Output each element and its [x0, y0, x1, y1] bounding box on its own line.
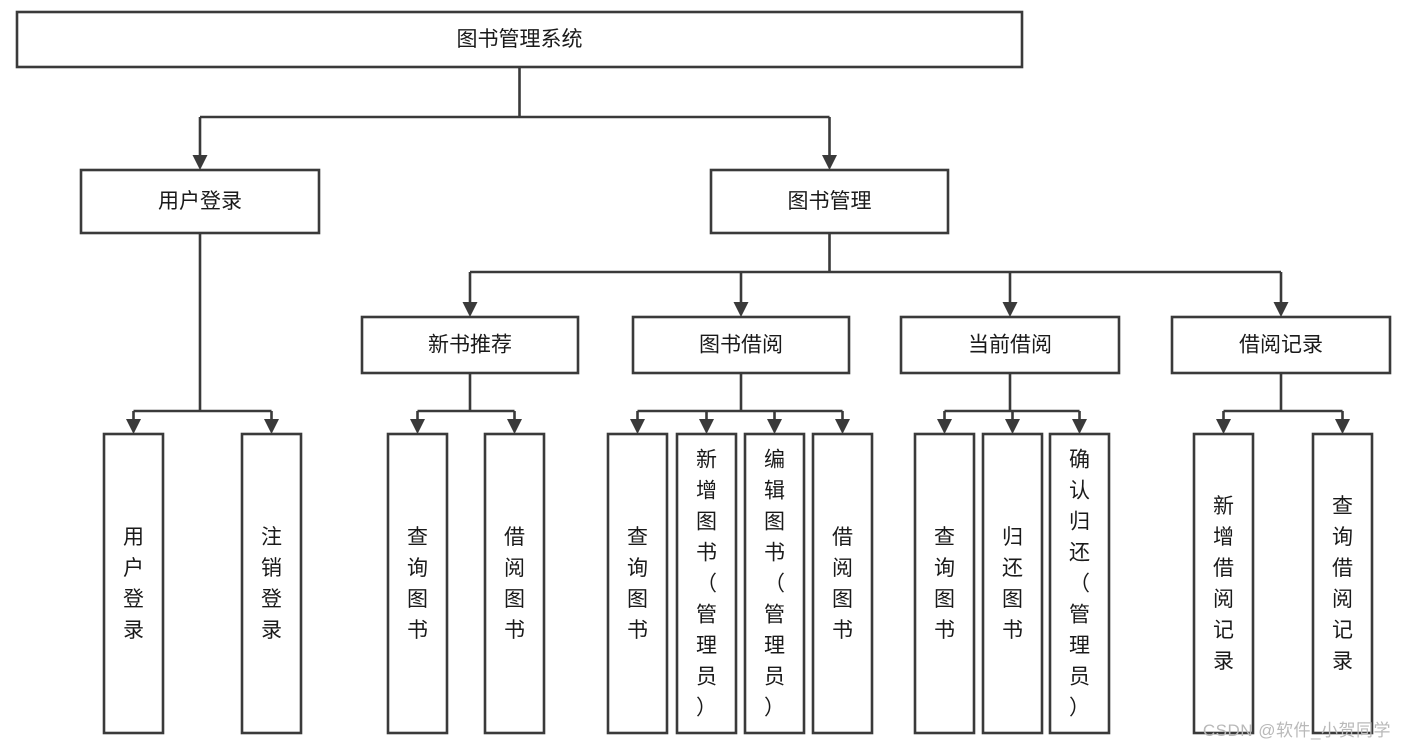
arrow-head — [733, 302, 749, 317]
node-label: 查询图书 — [934, 526, 955, 642]
node-label: 图书管理 — [788, 190, 872, 213]
arrow-head — [822, 155, 837, 170]
node-box — [79, 168, 321, 235]
arrow-head — [1216, 419, 1231, 434]
node-l3-1[interactable]: 图书借阅 — [631, 315, 851, 375]
node-box — [1311, 432, 1374, 735]
arrow-head — [410, 419, 425, 434]
node-l3-3[interactable]: 借阅记录 — [1170, 315, 1392, 375]
node-box — [811, 432, 874, 735]
node-leaf-3[interactable]: 借阅图书 — [483, 432, 546, 735]
node-box — [631, 315, 851, 375]
arrow-head — [630, 419, 645, 434]
node-leaf-5[interactable]: 新增图书（管理员） — [675, 432, 738, 735]
node-leaf-9[interactable]: 归还图书 — [981, 432, 1044, 735]
node-label: 用户登录 — [123, 526, 144, 642]
node-label: 查询图书 — [627, 526, 648, 642]
arrow-head — [507, 419, 522, 434]
node-label: 查询借阅记录 — [1332, 495, 1353, 673]
node-l3-2[interactable]: 当前借阅 — [899, 315, 1121, 375]
node-box — [15, 10, 1024, 69]
node-leaf-0[interactable]: 用户登录 — [102, 432, 165, 735]
node-label: 借阅图书 — [504, 526, 525, 642]
node-box — [1048, 432, 1111, 735]
arrow-head — [1335, 419, 1350, 434]
arrow-head — [462, 302, 478, 317]
node-leaf-12[interactable]: 查询借阅记录 — [1311, 432, 1374, 735]
node-layer: 图书管理系统用户登录图书管理新书推荐图书借阅当前借阅借阅记录用户登录注销登录查询… — [15, 10, 1392, 735]
node-label: 新书推荐 — [428, 334, 512, 357]
arrow-head — [126, 419, 141, 434]
node-box — [913, 432, 976, 735]
node-leaf-4[interactable]: 查询图书 — [606, 432, 669, 735]
node-label: 图书管理系统 — [457, 28, 583, 51]
node-leaf-7[interactable]: 借阅图书 — [811, 432, 874, 735]
node-l2-1[interactable]: 图书管理 — [709, 168, 950, 235]
node-label: 借阅图书 — [832, 526, 853, 642]
node-leaf-2[interactable]: 查询图书 — [386, 432, 449, 735]
node-label: 查询图书 — [407, 526, 428, 642]
node-label: 确认归还（管理员） — [1069, 449, 1090, 720]
node-box — [981, 432, 1044, 735]
node-label: 当前借阅 — [968, 334, 1052, 357]
node-leaf-8[interactable]: 查询图书 — [913, 432, 976, 735]
node-leaf-10[interactable]: 确认归还（管理员） — [1048, 432, 1111, 735]
node-box — [1192, 432, 1255, 735]
node-label: 新增图书（管理员） — [696, 449, 717, 720]
arrow-head — [192, 155, 208, 170]
node-label: 用户登录 — [158, 190, 242, 213]
node-l2-0[interactable]: 用户登录 — [79, 168, 321, 235]
arrow-head — [1002, 302, 1018, 317]
arrow-head — [264, 419, 279, 434]
node-box — [675, 432, 738, 735]
node-box — [483, 432, 546, 735]
arrow-head — [1005, 419, 1020, 434]
node-box — [709, 168, 950, 235]
node-box — [1170, 315, 1392, 375]
arrow-head — [699, 419, 714, 434]
arrow-head — [835, 419, 850, 434]
node-box — [386, 432, 449, 735]
node-label: 归还图书 — [1002, 526, 1023, 642]
arrow-head — [937, 419, 952, 434]
node-l3-0[interactable]: 新书推荐 — [360, 315, 580, 375]
node-label: 新增借阅记录 — [1213, 495, 1234, 673]
watermark-text: CSDN @软件_小贺同学 — [1202, 721, 1391, 740]
arrow-head — [1072, 419, 1087, 434]
node-label: 借阅记录 — [1239, 334, 1323, 357]
node-leaf-6[interactable]: 编辑图书（管理员） — [743, 432, 806, 735]
node-leaf-1[interactable]: 注销登录 — [240, 432, 303, 735]
node-label: 图书借阅 — [699, 334, 783, 357]
connector-layer — [126, 67, 1350, 434]
node-box — [743, 432, 806, 735]
arrow-head — [1273, 302, 1289, 317]
node-label: 注销登录 — [261, 526, 282, 642]
node-root-0[interactable]: 图书管理系统 — [15, 10, 1024, 69]
node-box — [102, 432, 165, 735]
node-label: 编辑图书（管理员） — [764, 449, 785, 720]
node-box — [606, 432, 669, 735]
node-box — [240, 432, 303, 735]
arrow-head — [767, 419, 782, 434]
node-box — [360, 315, 580, 375]
node-leaf-11[interactable]: 新增借阅记录 — [1192, 432, 1255, 735]
node-box — [899, 315, 1121, 375]
